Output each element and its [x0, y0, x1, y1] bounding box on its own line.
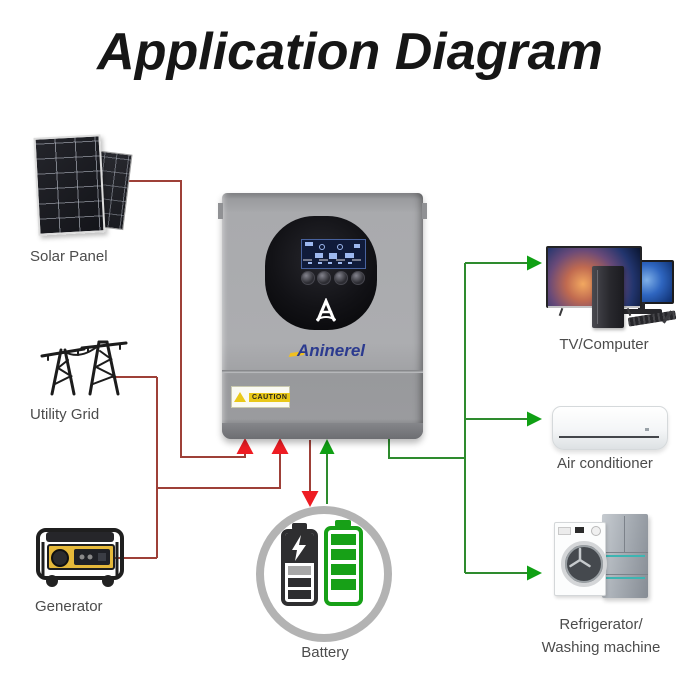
battery-charge-arrow-icon [301, 491, 319, 507]
utility-grid-icon [40, 340, 128, 396]
battery-bar [288, 566, 311, 575]
washer-display [575, 527, 584, 533]
washing-machine-icon [554, 522, 607, 596]
battery-label: Battery [301, 644, 349, 661]
washer-detergent-drawer [558, 527, 571, 535]
ac-input-arrow-icon [271, 438, 289, 454]
battery-terminal-green [335, 520, 351, 527]
lcd-display [301, 239, 366, 269]
button-label-mark [303, 259, 312, 261]
tv-computer-label: TV/Computer [559, 336, 649, 353]
tower-detail [597, 270, 598, 324]
load-lines [326, 262, 528, 574]
refrigerator-icon [602, 514, 648, 598]
button-label-mark [336, 259, 345, 261]
battery-terminal [292, 523, 307, 530]
fridge-drawer-handle [605, 577, 645, 579]
page-title: Application Diagram [97, 23, 603, 81]
inverter-button [334, 271, 348, 285]
fridge-divider [602, 574, 648, 575]
button-label-mark [352, 259, 361, 261]
inverter-mount-tab-right [422, 203, 427, 219]
air-conditioner-icon [552, 406, 668, 450]
inverter-button [301, 271, 315, 285]
fridge-arrow-icon [527, 565, 542, 581]
fridge-divider [602, 552, 648, 553]
source-lines [108, 180, 311, 559]
washer-drum [569, 547, 591, 568]
inverter-terminal-cover [222, 423, 423, 439]
battery-bar-green [331, 579, 356, 590]
monitor-base [622, 309, 662, 314]
inverter-button [317, 271, 331, 285]
load-arrows [319, 255, 542, 581]
battery-bar-green [331, 534, 356, 545]
battery-bar [288, 590, 311, 599]
caution-label: CAUTION [231, 386, 291, 408]
solar-panel-icon [33, 134, 106, 236]
brand-name: Aninerel [296, 341, 366, 360]
ac-vent [559, 436, 659, 438]
inverter-seam [222, 370, 423, 373]
solar-line [108, 180, 246, 458]
source-arrows [236, 438, 319, 507]
washer-knob [591, 526, 601, 536]
load-feed-line [388, 437, 465, 459]
washing-machine-label: Washing machine [541, 639, 661, 656]
brand-logo-icon [316, 298, 336, 322]
utility-grid-label: Utility Grid [30, 406, 100, 423]
button-label-mark [319, 259, 328, 261]
caution-text: CAUTION [249, 392, 291, 402]
ac-arrow-icon [527, 411, 542, 427]
solar-panel-label: Solar Panel [30, 248, 108, 265]
generator-icon [36, 528, 124, 587]
fridge-drawer-handle [605, 555, 645, 557]
warning-triangle-icon [234, 392, 246, 402]
washer-door-icon [561, 541, 607, 587]
battery-bar-green [331, 564, 356, 575]
lightning-bolt-icon [292, 535, 306, 561]
fridge-door-split [624, 516, 625, 552]
battery-bolt-section [285, 533, 314, 563]
battery-bar-green [331, 549, 356, 560]
battery-bar [288, 578, 311, 587]
battery-discharge-arrow-icon [319, 439, 335, 454]
inverter-mount-tab-left [218, 203, 223, 219]
air-conditioner-label: Air conditioner [557, 455, 653, 472]
ac-display [645, 428, 649, 431]
battery-icon [281, 529, 318, 606]
ac-input-line [157, 453, 281, 489]
battery-green-icon [324, 526, 363, 606]
solar-arrow-icon [236, 438, 254, 454]
tv-arrow-icon [527, 255, 542, 271]
generator-label: Generator [35, 598, 103, 615]
refrigerator-label: Refrigerator/ [559, 616, 643, 633]
inverter-button [351, 271, 365, 285]
